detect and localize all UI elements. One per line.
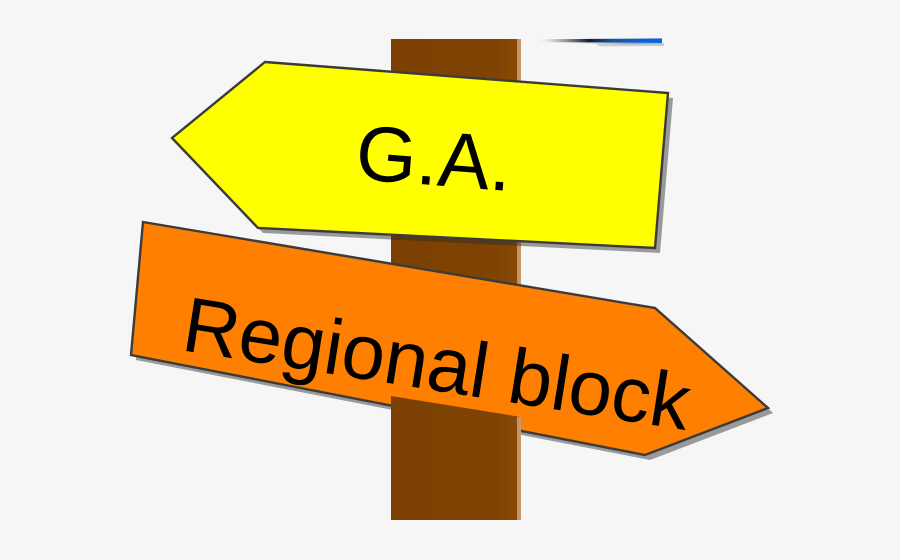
sign-upper-face <box>170 60 670 250</box>
blue-streak-artifact <box>536 38 664 47</box>
sign-upper-label: G.A. <box>353 108 515 208</box>
signpost-pole-lower-segment <box>391 396 521 520</box>
sign-upper[interactable]: G.A. <box>170 60 673 253</box>
sign-lower-face <box>129 220 771 457</box>
